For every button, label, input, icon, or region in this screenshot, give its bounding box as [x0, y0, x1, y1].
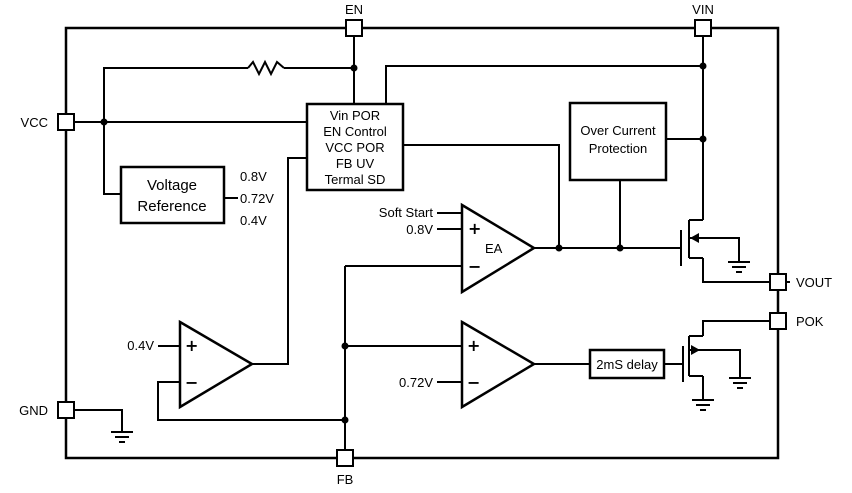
- error-amplifier: + − EA Soft Start 0.8V: [379, 202, 537, 295]
- svg-text:FB: FB: [337, 472, 354, 487]
- pin-en: EN: [345, 2, 363, 37]
- soft-start-label: Soft Start: [379, 205, 434, 220]
- voltage-reference-block: Voltage Reference 0.8V 0.72V 0.4V: [119, 165, 274, 228]
- svg-text:Over Current: Over Current: [580, 123, 656, 138]
- pok-ref-label: 0.72V: [399, 375, 433, 390]
- svg-text:VOUT: VOUT: [796, 275, 832, 290]
- pok-comparator: + − 0.72V: [399, 319, 537, 410]
- svg-text:EA: EA: [485, 241, 503, 256]
- svg-text:VCC: VCC: [21, 115, 48, 130]
- svg-text:GND: GND: [19, 403, 48, 418]
- por-control-block: Vin POR EN Control VCC POR FB UV Termal …: [305, 102, 405, 192]
- svg-text:VCC POR: VCC POR: [325, 140, 384, 155]
- svg-text:2mS delay: 2mS delay: [596, 357, 658, 372]
- svg-text:+: +: [468, 219, 481, 238]
- pin-vcc: VCC: [21, 113, 75, 131]
- svg-text:+: +: [185, 336, 198, 355]
- vref-out-0.8v: 0.8V: [240, 169, 267, 184]
- ground-symbol: [728, 261, 750, 273]
- pin-fb: FB: [336, 449, 354, 487]
- uv-ref-label: 0.4V: [127, 338, 154, 353]
- svg-text:+: +: [467, 336, 480, 355]
- pok-transistor: [682, 335, 703, 382]
- pin-pok: POK: [769, 312, 824, 330]
- vref-out-0.72v: 0.72V: [240, 191, 274, 206]
- ground-symbol: [729, 377, 751, 389]
- svg-text:VIN: VIN: [692, 2, 714, 17]
- svg-text:POK: POK: [796, 314, 824, 329]
- pullup-resistor: [247, 59, 285, 77]
- svg-text:−: −: [185, 373, 198, 392]
- vref-out-0.4v: 0.4V: [240, 213, 267, 228]
- pin-gnd: GND: [19, 401, 75, 419]
- svg-text:Vin POR: Vin POR: [330, 108, 380, 123]
- svg-text:−: −: [468, 257, 481, 276]
- pass-transistor: [680, 219, 703, 266]
- svg-text:Protection: Protection: [589, 141, 648, 156]
- svg-text:Reference: Reference: [137, 198, 206, 215]
- svg-text:EN: EN: [345, 2, 363, 17]
- ea-ref-label: 0.8V: [406, 222, 433, 237]
- pin-vout: VOUT: [769, 273, 832, 291]
- junctions: [100, 62, 707, 424]
- delay-block: 2mS delay: [588, 348, 666, 380]
- svg-text:Voltage: Voltage: [147, 177, 197, 194]
- svg-text:FB UV: FB UV: [336, 156, 375, 171]
- wiring: [75, 36, 790, 450]
- over-current-protection-block: Over Current Protection: [568, 101, 668, 182]
- svg-text:EN Control: EN Control: [323, 124, 387, 139]
- svg-text:Termal SD: Termal SD: [325, 172, 386, 187]
- uv-comparator: + − 0.4V: [127, 319, 255, 410]
- ground-symbol: [692, 399, 714, 411]
- ground-symbol: [111, 431, 133, 443]
- svg-text:−: −: [467, 373, 480, 392]
- pin-vin: VIN: [692, 2, 714, 37]
- chip-outline: [64, 26, 780, 460]
